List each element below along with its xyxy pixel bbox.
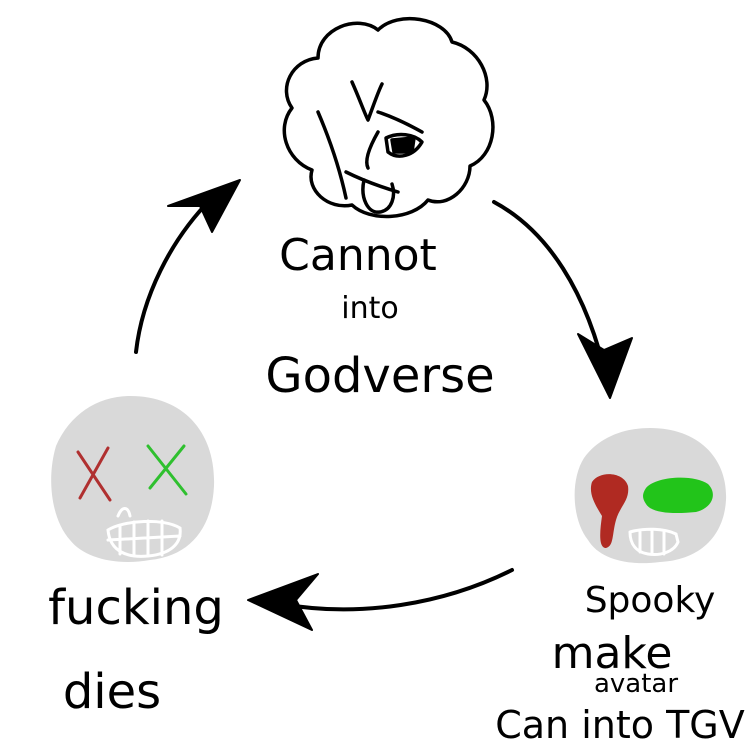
- mouth-line: [344, 170, 400, 194]
- top-line-2: into: [341, 291, 398, 326]
- skull-left-nose: [116, 507, 132, 518]
- x-eye-right: [146, 444, 188, 496]
- eye-outline: [384, 132, 424, 158]
- tongue: [361, 178, 396, 214]
- top-node: Cannot into Godverse: [265, 16, 495, 404]
- right-line-1: Spooky: [585, 580, 716, 621]
- left-node: fucking dies: [48, 396, 224, 720]
- arrowhead-left: [247, 573, 319, 631]
- curly-face-drawing: [282, 16, 495, 219]
- right-line-2: make: [552, 628, 673, 679]
- face-line: [316, 110, 348, 200]
- right-line-3: avatar: [594, 669, 678, 699]
- eye-pupil: [390, 136, 416, 154]
- skull-right-drawing: [574, 428, 727, 564]
- left-line-2: dies: [63, 664, 161, 720]
- top-line-3: Godverse: [265, 348, 494, 404]
- skull-left-drawing: [51, 396, 215, 562]
- green-eye: [643, 477, 713, 514]
- right-node: Spooky make avatar Can into TGV: [495, 428, 745, 747]
- right-line-4: Can into TGV: [495, 703, 745, 747]
- blood-eye: [590, 474, 629, 548]
- x-eye-left: [76, 446, 112, 502]
- teeth-right: [628, 527, 680, 556]
- arrowheads: [167, 179, 633, 631]
- arrowhead-right: [577, 333, 633, 399]
- arrow-left-to-top: [134, 196, 214, 354]
- teeth-left: [106, 519, 182, 558]
- hair-outline: [282, 16, 495, 219]
- top-line-1: Cannot: [279, 230, 437, 281]
- arrow-right-to-left: [280, 568, 514, 612]
- arrowhead-top: [167, 179, 241, 233]
- skull-left-head: [51, 396, 215, 562]
- eyebrow-squiggle: [350, 80, 424, 134]
- left-line-1: fucking: [48, 580, 224, 636]
- nose-line: [365, 130, 380, 170]
